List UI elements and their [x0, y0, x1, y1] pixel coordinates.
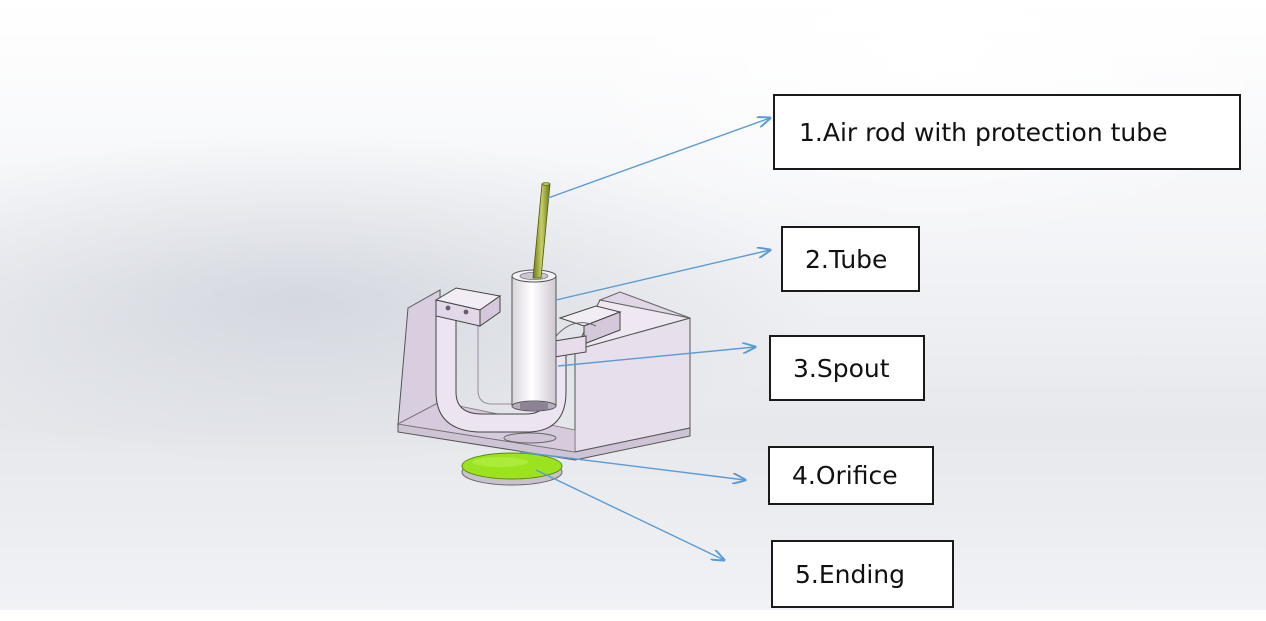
- spout-bracket: [434, 287, 622, 433]
- label-spout: 3.Spout: [769, 335, 925, 401]
- leader-arrow-4: [519, 451, 745, 480]
- label-orifice-text: 4.Orifice: [792, 461, 898, 490]
- leader-arrow-1: [547, 118, 770, 199]
- leader-arrow-5: [535, 469, 724, 560]
- outlet-ring: [503, 432, 557, 444]
- leader-arrows: [519, 118, 770, 560]
- label-air-rod-text: 1.Air rod with protection tube: [799, 117, 1168, 147]
- bolt-hole: [463, 309, 469, 315]
- bolt-hole: [445, 305, 451, 311]
- orifice-disc: [461, 452, 563, 486]
- label-ending-text: 5.Ending: [795, 559, 906, 589]
- tube: [511, 269, 557, 412]
- air-rod: [532, 182, 551, 279]
- label-orifice: 4.Orifice: [768, 446, 934, 505]
- bottom-strip: [0, 610, 1266, 621]
- leader-arrow-3: [557, 347, 755, 367]
- label-tube: 2.Tube: [781, 226, 920, 292]
- label-spout-text: 3.Spout: [793, 353, 890, 383]
- label-air-rod: 1.Air rod with protection tube: [773, 94, 1241, 170]
- leader-arrow-2: [555, 250, 770, 301]
- label-ending: 5.Ending: [771, 540, 954, 608]
- label-tube-text: 2.Tube: [805, 244, 888, 274]
